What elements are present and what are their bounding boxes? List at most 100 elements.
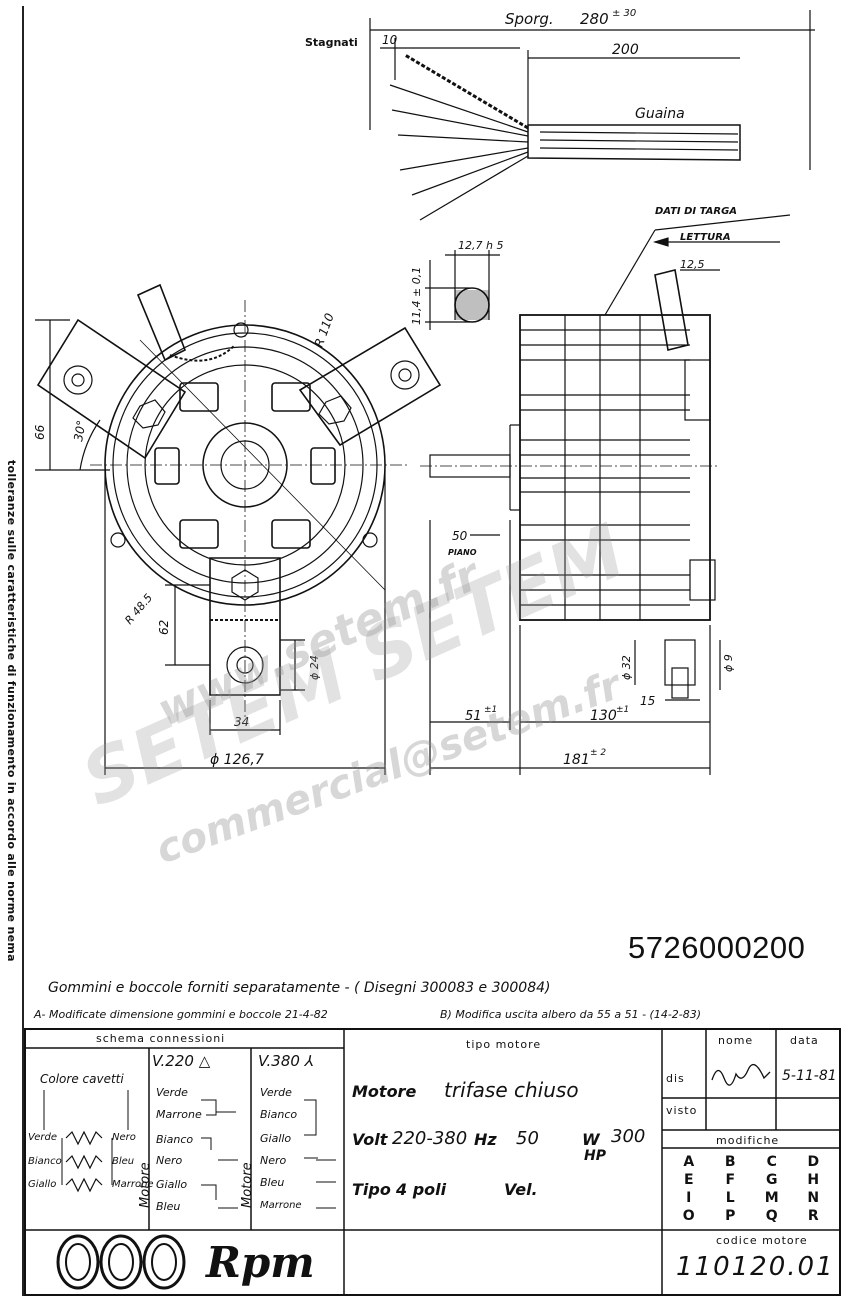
note-modifica-b: B) Modifica uscita albero da 55 a 51 - (… bbox=[440, 1008, 702, 1021]
length-200: 200 bbox=[612, 42, 639, 58]
hz-value: 50 bbox=[516, 1128, 539, 1149]
drawing-code: 5726000200 bbox=[628, 930, 806, 965]
angle-30: 30° bbox=[71, 419, 88, 442]
mod-cell: F bbox=[725, 1172, 736, 1188]
title-block: schema connessioni Colore cavetti Verde … bbox=[24, 1028, 841, 1296]
dim-66: 66 bbox=[33, 424, 47, 440]
dim-181: 181 bbox=[563, 752, 590, 768]
mod-cell: Q bbox=[765, 1208, 778, 1224]
tipo-motore-title: tipo motore bbox=[466, 1038, 542, 1051]
tipo-label: Tipo bbox=[352, 1180, 391, 1199]
c220-4: Giallo bbox=[156, 1178, 188, 1191]
mod-cell: H bbox=[807, 1172, 820, 1188]
shaft-detail bbox=[425, 250, 500, 330]
hp-label: HP bbox=[584, 1148, 606, 1164]
c220-3: Nero bbox=[156, 1154, 183, 1167]
c220-5: Bleu bbox=[156, 1200, 181, 1213]
mod-cell: P bbox=[725, 1208, 736, 1224]
tipo-value: 4 poli bbox=[396, 1180, 447, 1199]
motor-front-view bbox=[35, 283, 442, 775]
dim-50: 50 bbox=[452, 529, 468, 543]
dim-15: 15 bbox=[640, 694, 655, 708]
dim-phi9: ϕ 9 bbox=[722, 654, 735, 672]
dim-phi126: ϕ 126,7 bbox=[210, 752, 264, 768]
c380-5: Marrone bbox=[260, 1200, 302, 1211]
left-label-verde: Verde bbox=[28, 1132, 58, 1143]
sporg-tolerance: ± 30 bbox=[612, 8, 636, 19]
note-gommini: Gommini e boccole forniti separatamente … bbox=[48, 980, 551, 996]
left-label-bianco: Bianco bbox=[28, 1156, 62, 1167]
hz-label: Hz bbox=[474, 1130, 497, 1149]
right-label-nero: Nero bbox=[112, 1132, 136, 1143]
sporg-label: Sporg. bbox=[505, 10, 554, 28]
mod-cell: M bbox=[764, 1190, 779, 1206]
c220-0: Verde bbox=[156, 1086, 188, 1099]
sporg-value: 280 bbox=[580, 10, 609, 28]
dim-130-tol: ±1 bbox=[616, 705, 629, 715]
dis-label: dis bbox=[666, 1072, 685, 1085]
c380-4: Bleu bbox=[260, 1176, 285, 1189]
c220-1: Marrone bbox=[156, 1108, 202, 1121]
technical-drawing: Sporg. 280 ± 30 Stagnati 10 200 Guaina D… bbox=[33, 8, 815, 775]
mod-cell: N bbox=[807, 1190, 820, 1206]
motore-vertical-380: Motore bbox=[240, 1162, 255, 1208]
mod-cell: L bbox=[725, 1190, 735, 1206]
stagnati-label: Stagnati bbox=[305, 36, 358, 49]
lettura-label: LETTURA bbox=[680, 232, 731, 243]
codice-motore-value: 110120.01 bbox=[676, 1252, 835, 1282]
c380-1: Bianco bbox=[260, 1108, 298, 1121]
dim-r110: R 110 bbox=[312, 311, 337, 349]
mod-cell: A bbox=[683, 1154, 695, 1170]
motore-label: Motore bbox=[352, 1082, 417, 1101]
dim-12-5: 12,5 bbox=[680, 258, 705, 271]
mod-cell: E bbox=[683, 1172, 694, 1188]
mod-cell: I bbox=[686, 1190, 692, 1206]
mod-cell: O bbox=[682, 1208, 695, 1224]
rpm-logo: Rpm bbox=[206, 1238, 315, 1287]
modifiche-grid: A B C D E F G H I L M N O P Q R bbox=[668, 1154, 834, 1224]
dati-di-targa-label: DATI DI TARGA bbox=[655, 206, 737, 217]
mod-cell: D bbox=[807, 1154, 820, 1170]
c380-2: Giallo bbox=[260, 1132, 292, 1145]
schema-connessioni-title: schema connessioni bbox=[96, 1032, 226, 1045]
motore-vertical-220: Motore bbox=[138, 1162, 153, 1208]
mod-cell: C bbox=[766, 1154, 777, 1170]
dim-34: 34 bbox=[234, 715, 249, 729]
visto-label: visto bbox=[666, 1104, 698, 1117]
colore-cavetti-label: Colore cavetti bbox=[40, 1072, 124, 1086]
shaft-dim-11-4: 11,4 ± 0,1 bbox=[410, 267, 423, 325]
dim-phi24: ϕ 24 bbox=[308, 655, 321, 680]
sheet-border bbox=[22, 6, 844, 1296]
volt-label: Volt bbox=[352, 1130, 388, 1149]
title-block-grid bbox=[26, 1030, 839, 1294]
shaft-dim-12-7: 12,7 h 5 bbox=[458, 239, 503, 252]
motor-side-view bbox=[420, 214, 791, 775]
w-value: 300 bbox=[611, 1126, 646, 1147]
dim-181-tol: ± 2 bbox=[590, 748, 606, 758]
vel-label: Vel. bbox=[504, 1180, 538, 1199]
dim-130: 130 bbox=[590, 708, 617, 724]
stagnati-value: 10 bbox=[382, 33, 398, 47]
left-label-giallo: Giallo bbox=[28, 1179, 57, 1190]
dim-phi32: ϕ 32 bbox=[620, 655, 633, 680]
v220-header: V.220 △ bbox=[152, 1052, 211, 1070]
nome-label: nome bbox=[718, 1034, 754, 1047]
cable-drawing bbox=[369, 10, 815, 221]
mod-cell: B bbox=[724, 1154, 736, 1170]
right-label-bleu: Bleu bbox=[112, 1156, 135, 1167]
right-label-marrone: Marrone bbox=[112, 1179, 154, 1190]
signature-icon bbox=[711, 1063, 771, 1086]
guaina-label: Guaina bbox=[635, 106, 685, 122]
c380-0: Verde bbox=[260, 1086, 292, 1099]
motore-value: trifase chiuso bbox=[444, 1078, 579, 1102]
dim-62: 62 bbox=[157, 620, 171, 635]
w-label: W bbox=[582, 1130, 600, 1149]
dim-51: 51 bbox=[465, 709, 482, 724]
dim-r485: R 48.5 bbox=[122, 591, 155, 627]
dis-date: 5-11-81 bbox=[782, 1068, 837, 1084]
data-label: data bbox=[790, 1034, 819, 1047]
v380-header: V.380 ⅄ bbox=[258, 1052, 314, 1070]
mod-cell: R bbox=[807, 1208, 819, 1224]
mod-cell: G bbox=[766, 1172, 778, 1188]
codice-motore-label: codice motore bbox=[716, 1234, 808, 1247]
